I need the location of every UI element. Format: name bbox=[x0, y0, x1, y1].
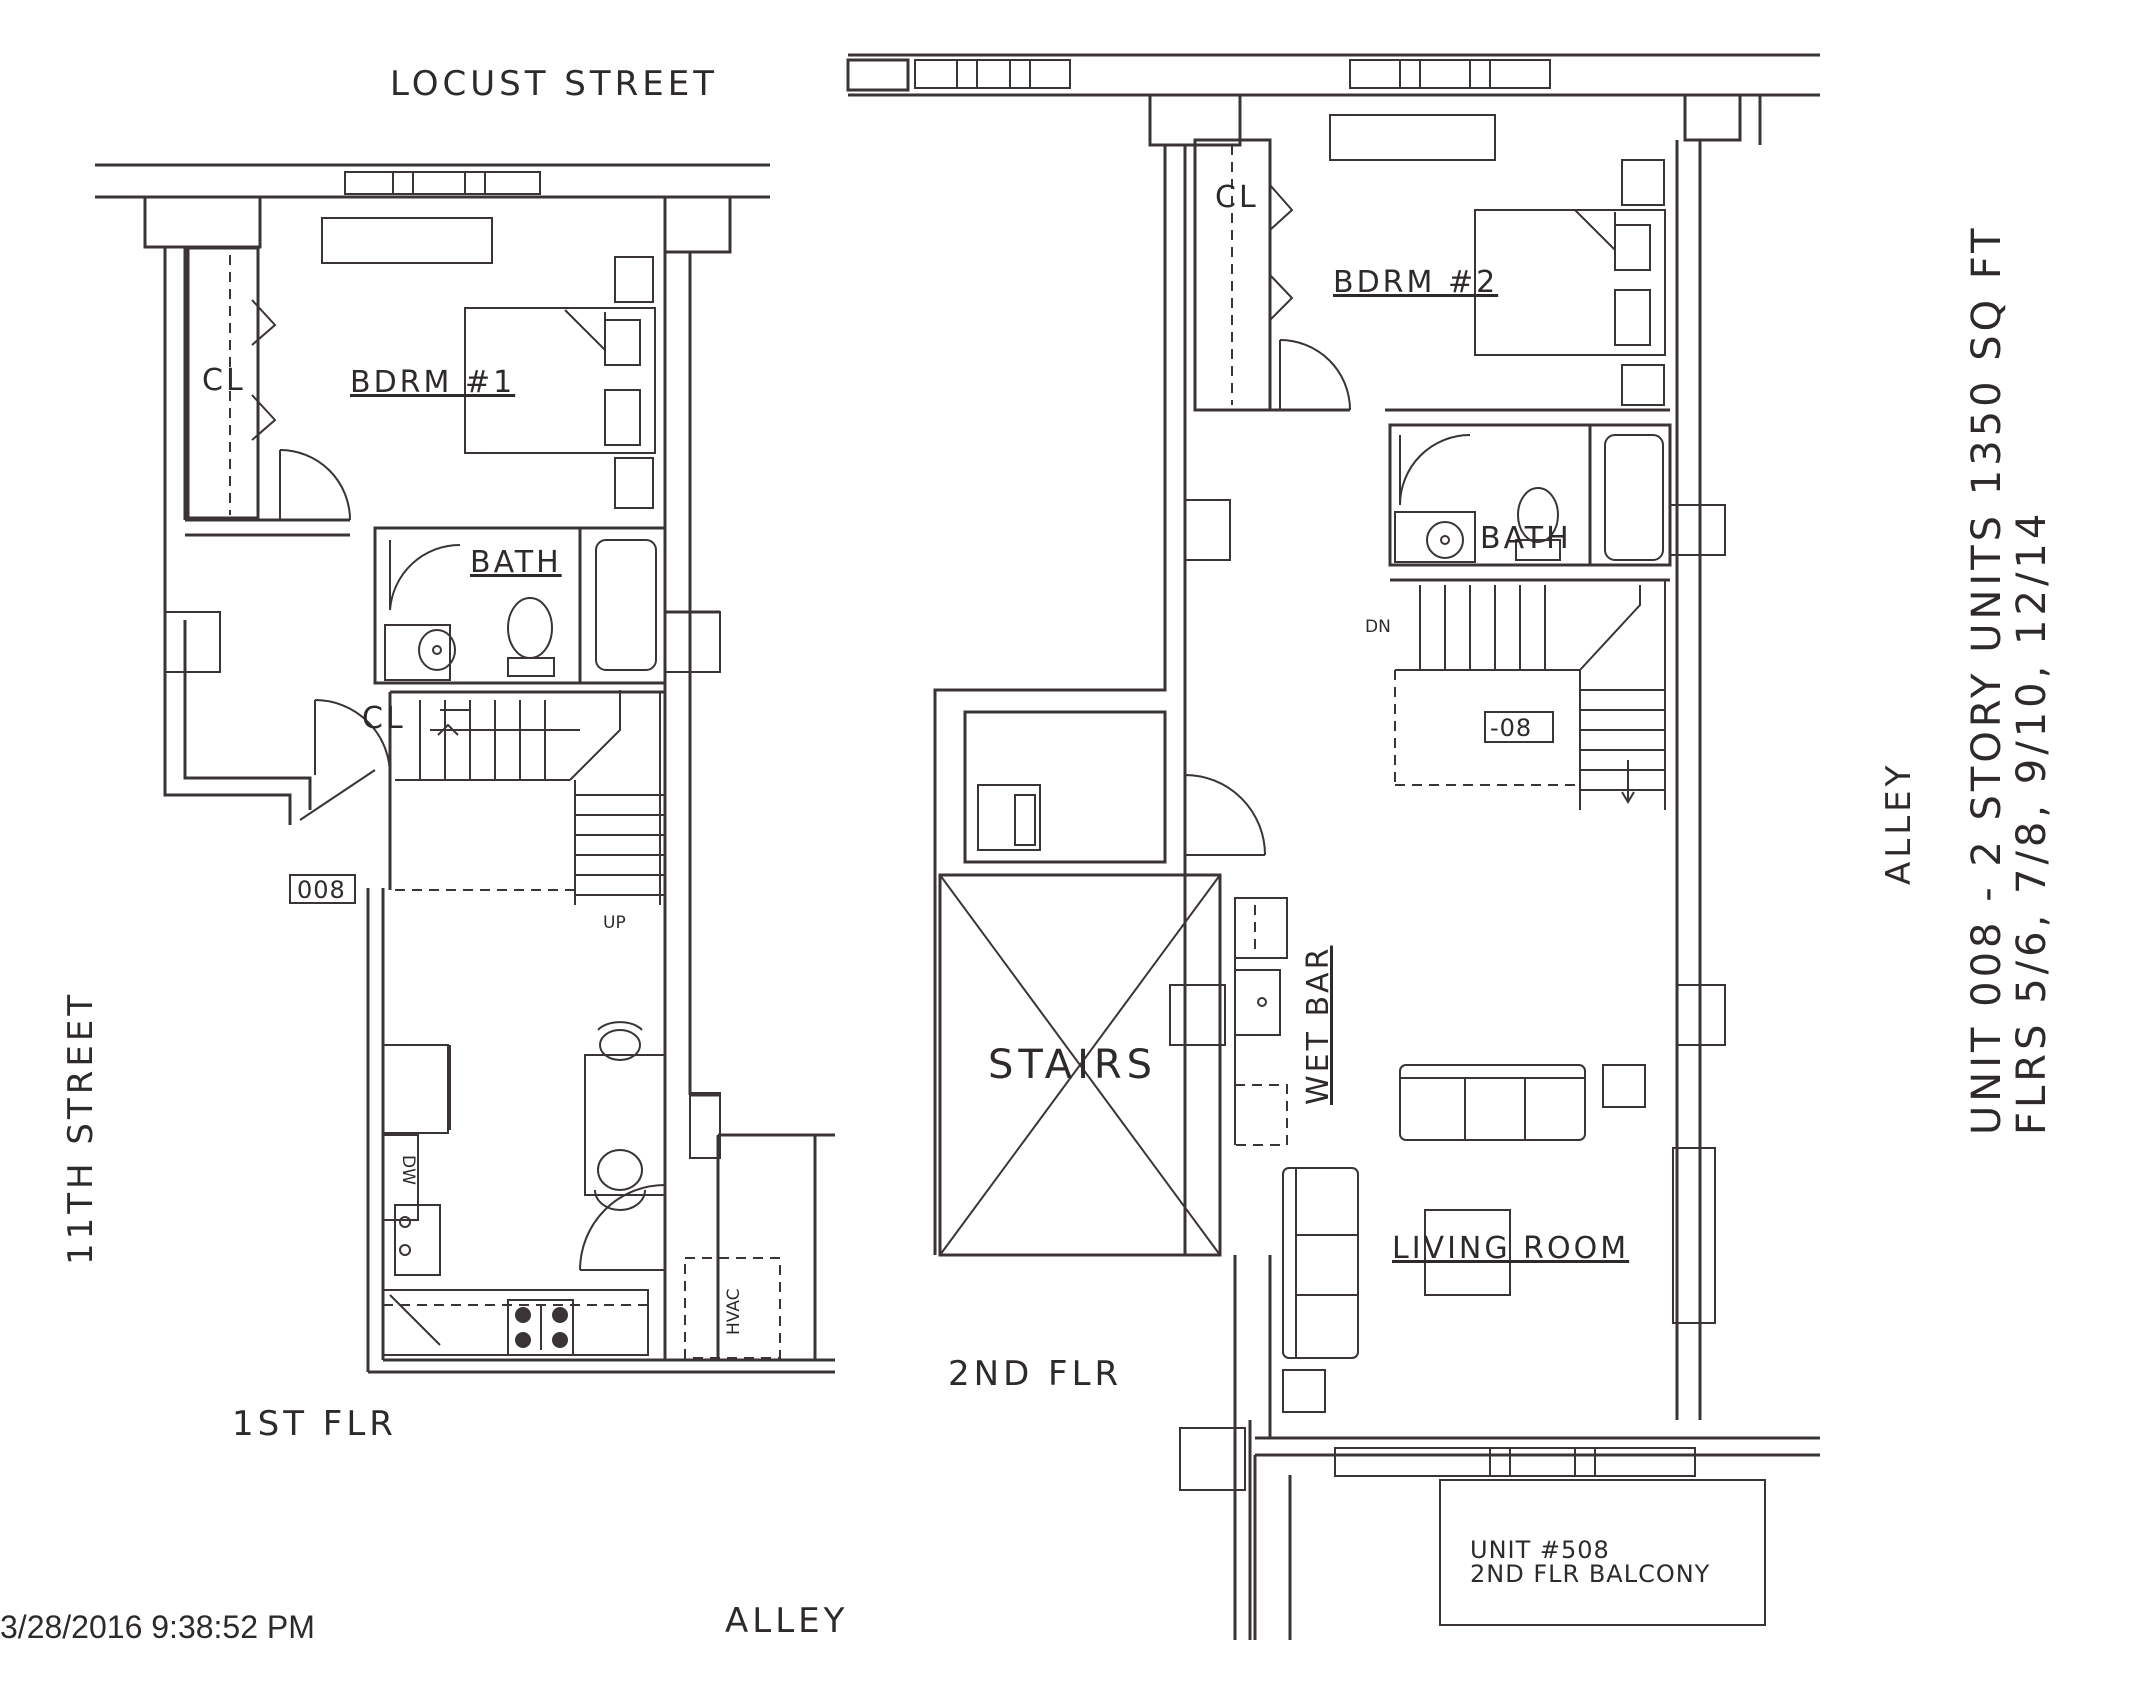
unit-note-line-1: UNIT 008 - 2 STORY UNITS 1350 SQ FT bbox=[1964, 224, 2010, 1135]
street-label-left: 11TH STREET bbox=[61, 991, 101, 1265]
street-label-right: ALLEY bbox=[1879, 762, 1919, 885]
room-label-stairs: STAIRS bbox=[988, 1042, 1157, 1088]
room-label-wet-bar: WET BAR bbox=[1301, 946, 1336, 1105]
wet-bar bbox=[1234, 897, 1288, 1146]
room-label-bath-1: BATH bbox=[470, 545, 562, 580]
living-room-sofa bbox=[1399, 1064, 1586, 1141]
kitchen bbox=[382, 1044, 650, 1356]
room-label-bedroom-2: BDRM #2 bbox=[1333, 265, 1498, 300]
room-label-living-room: LIVING ROOM bbox=[1392, 1231, 1629, 1266]
room-label-bedroom-1: BDRM #1 bbox=[350, 365, 515, 400]
print-timestamp: 3/28/2016 9:38:52 PM bbox=[0, 1609, 315, 1645]
room-label-closet-3: CL bbox=[362, 701, 406, 736]
unit-tag-first-floor: 008 bbox=[297, 876, 346, 904]
room-label-dw: DW bbox=[398, 1155, 418, 1185]
unit-tag-second-floor: -08 bbox=[1490, 714, 1532, 742]
first-floor-top-windows bbox=[344, 171, 541, 195]
floor-label-first: 1ST FLR bbox=[232, 1404, 397, 1444]
stair-up-label: UP bbox=[603, 913, 626, 933]
stair-down-label: DN bbox=[1365, 617, 1391, 637]
room-label-bath-2: BATH bbox=[1480, 521, 1572, 556]
first-floor-dining-table bbox=[584, 1021, 666, 1211]
street-label-top: LOCUST STREET bbox=[390, 64, 718, 104]
second-floor-stair-treads bbox=[1419, 585, 1665, 791]
balcony-note-line-2: 2ND FLR BALCONY bbox=[1470, 1560, 1710, 1588]
second-floor-plan bbox=[846, 53, 1820, 1640]
second-floor-top-windows bbox=[914, 59, 1551, 89]
unit-note-line-2: FLRS 5/6, 7/8, 9/10, 12/14 bbox=[2009, 510, 2055, 1135]
room-label-closet-2: CL bbox=[1215, 180, 1259, 215]
room-label-hvac: HVAC bbox=[724, 1288, 744, 1335]
first-floor-stairs bbox=[388, 690, 665, 905]
first-floor-stair-treads bbox=[419, 700, 665, 896]
street-label-bottom: ALLEY bbox=[725, 1601, 848, 1641]
first-floor-plan bbox=[95, 163, 835, 1374]
floor-label-second: 2ND FLR bbox=[948, 1354, 1122, 1394]
stair-opening bbox=[938, 873, 1222, 1257]
living-room-loveseat bbox=[1282, 1167, 1359, 1359]
room-label-closet-1: CL bbox=[202, 363, 246, 398]
second-floor-stairs bbox=[1390, 578, 1670, 810]
balcony-note-line-1: UNIT #508 bbox=[1470, 1536, 1610, 1564]
